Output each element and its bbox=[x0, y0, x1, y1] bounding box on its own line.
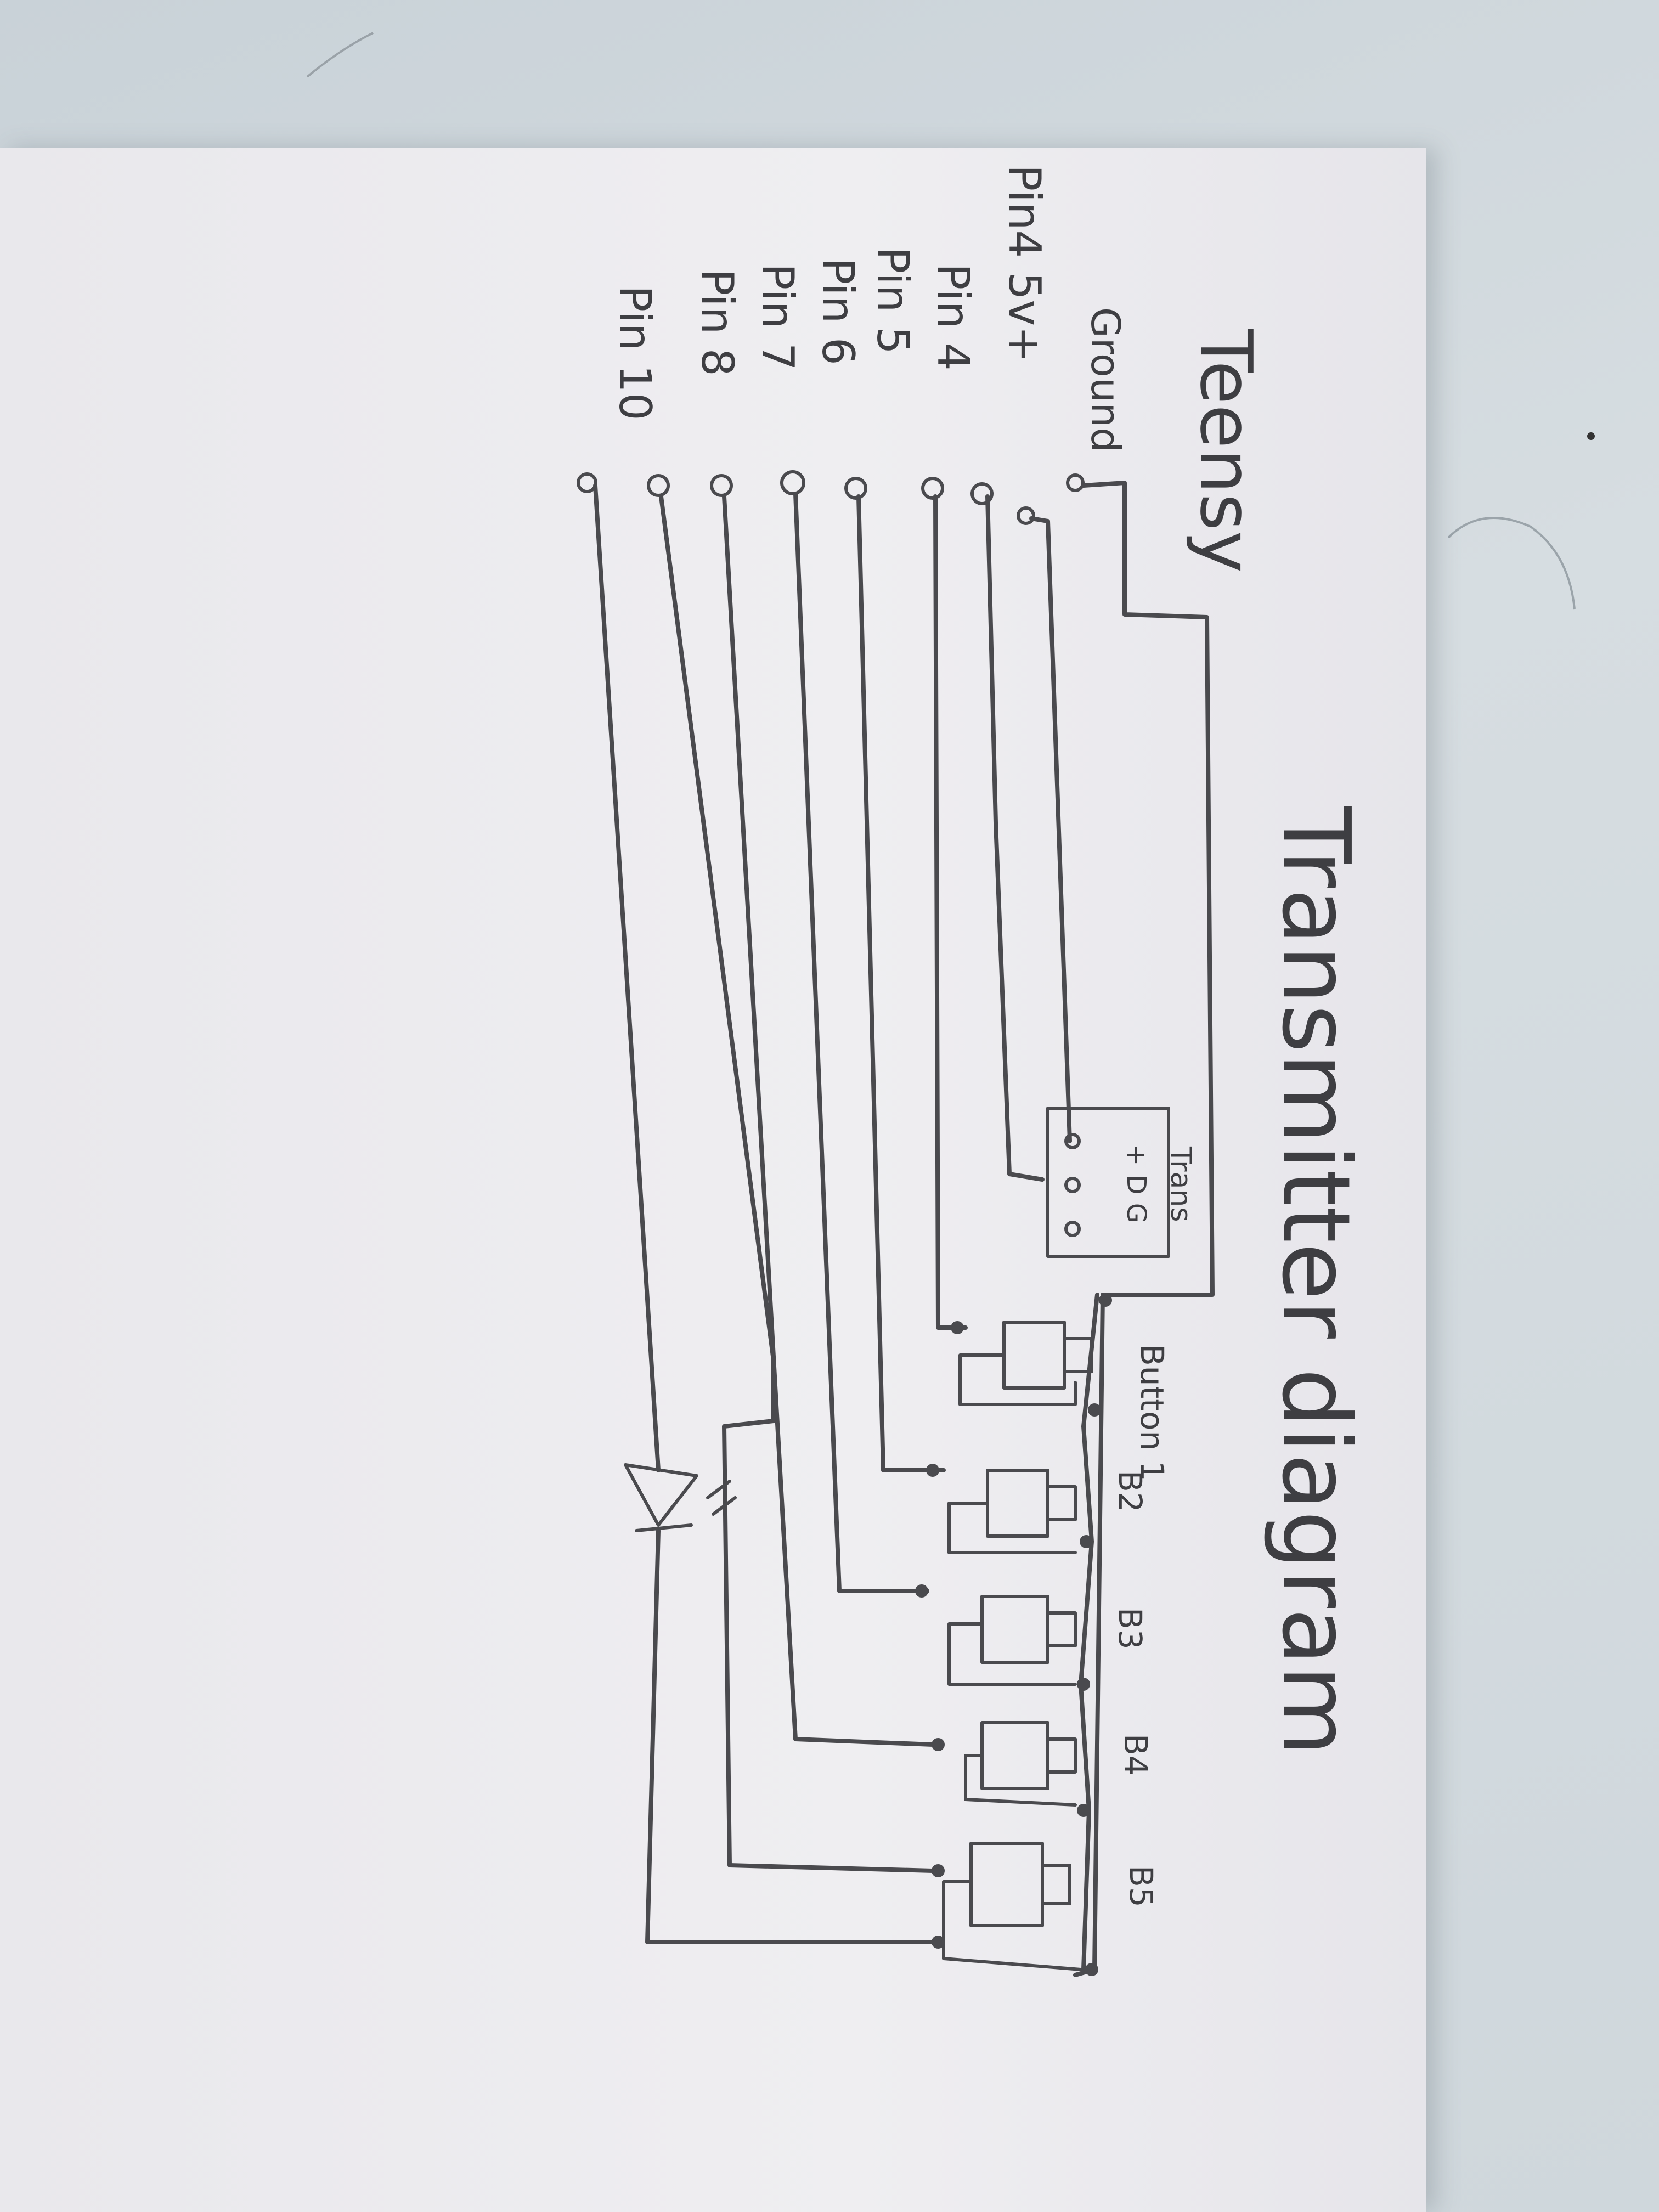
svg-text:Transmitter diagram: Transmitter diagram bbox=[1261, 806, 1370, 1756]
svg-text:Pin 7: Pin 7 bbox=[752, 263, 803, 371]
svg-text:B4: B4 bbox=[1117, 1734, 1154, 1776]
pin-terminals bbox=[577, 470, 1085, 525]
pin-label-5: Pin 5 bbox=[867, 247, 918, 354]
terminal-pin10 bbox=[577, 472, 597, 493]
svg-text:B2: B2 bbox=[1111, 1470, 1149, 1513]
wire-pin7 bbox=[722, 494, 935, 1747]
pin-label-4: Pin 4 bbox=[928, 263, 979, 371]
button-3: B3 bbox=[947, 1595, 1149, 1686]
svg-text:B3: B3 bbox=[1111, 1607, 1149, 1650]
terminal-pin7 bbox=[710, 474, 733, 497]
pin-label-7: Pin 7 bbox=[752, 263, 803, 371]
wire-5v-b bbox=[985, 494, 1045, 1182]
terminal-pin6 bbox=[780, 470, 805, 495]
svg-text:Pin 10: Pin 10 bbox=[610, 285, 661, 421]
wire-pin5 bbox=[856, 494, 946, 1472]
svg-text:Trans: Trans bbox=[1164, 1146, 1197, 1222]
pin-label-5v: Pin4 5v+ bbox=[999, 165, 1050, 363]
pin-label-ground: Ground bbox=[1082, 307, 1128, 453]
pin-label-8: Pin 8 bbox=[692, 269, 743, 376]
svg-text:Button 1: Button 1 bbox=[1133, 1344, 1171, 1481]
svg-text:Ground: Ground bbox=[1082, 307, 1128, 453]
svg-text:+ D G: + D G bbox=[1121, 1144, 1152, 1223]
wire-ground bbox=[1073, 481, 1215, 1977]
pin-label-6: Pin 6 bbox=[812, 258, 864, 365]
wire-pin4 bbox=[933, 494, 968, 1330]
button-2: B2 bbox=[947, 1469, 1149, 1554]
svg-text:Pin 8: Pin 8 bbox=[692, 269, 743, 376]
terminal-ground bbox=[1066, 473, 1085, 492]
svg-text:Pin4 5v+: Pin4 5v+ bbox=[999, 165, 1050, 363]
led-diode bbox=[624, 1463, 737, 1532]
svg-text:Pin 5: Pin 5 bbox=[867, 247, 918, 354]
transmitter-module: Trans + D G bbox=[1046, 1107, 1197, 1258]
terminal-5v-b bbox=[970, 482, 994, 505]
svg-text:B5: B5 bbox=[1122, 1865, 1160, 1908]
svg-text:Pin 4: Pin 4 bbox=[928, 263, 979, 371]
button-rail bbox=[1079, 1293, 1099, 1972]
button-4: B4 bbox=[964, 1721, 1154, 1807]
terminal-pin4 bbox=[921, 477, 944, 500]
button-1: Button 1 bbox=[958, 1321, 1171, 1481]
button-5: B5 bbox=[942, 1842, 1160, 1971]
board-label: Teensy bbox=[1184, 329, 1268, 573]
wire-5v bbox=[1029, 516, 1072, 1143]
pin-label-10: Pin 10 bbox=[610, 285, 661, 421]
terminal-pin8 bbox=[647, 474, 670, 497]
terminal-5v bbox=[1017, 506, 1035, 525]
wire-pin8 bbox=[659, 494, 935, 1873]
diagram-title: Transmitter diagram bbox=[1261, 806, 1370, 1756]
svg-text:Pin 6: Pin 6 bbox=[812, 258, 864, 365]
svg-text:Teensy: Teensy bbox=[1184, 329, 1268, 573]
wire-pin10 bbox=[593, 483, 661, 1472]
terminal-pin5 bbox=[844, 477, 867, 500]
wire-pin6 bbox=[793, 492, 929, 1593]
wire-led-return bbox=[645, 1528, 935, 1944]
